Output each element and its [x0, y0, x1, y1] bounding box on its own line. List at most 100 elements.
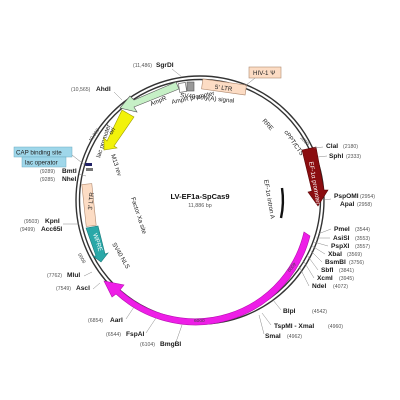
site-ndei-pos: (4072)	[333, 284, 348, 290]
feature-m13-label: M13 rev	[109, 153, 123, 177]
tick-8000: 8000	[77, 251, 88, 264]
site-mlui-pos: (7762)	[47, 273, 62, 279]
site-clai-pos: (2180)	[343, 144, 358, 150]
site-bmgbi-name: BmgBI	[160, 341, 181, 348]
lac-operator-box	[21, 156, 67, 168]
feature-cas9-arrow[interactable]	[103, 231, 311, 326]
site-asci-pos: (7549)	[56, 286, 71, 292]
site-tspmi-name: TspMI - XmaI	[274, 323, 314, 330]
feature-wpre-arrow[interactable]	[85, 225, 109, 263]
site-sgrdi-pos: (11,486)	[133, 63, 152, 69]
site-sbfi-name: SbfI	[321, 267, 334, 274]
feature-intron-bar[interactable]	[279, 187, 285, 219]
site-blpi-line	[272, 299, 282, 311]
site-sbfi-pos: (3841)	[339, 268, 354, 274]
site-mlui-line	[83, 271, 93, 277]
site-sphi-line	[317, 155, 328, 158]
site-pspomi-name: PspOMI	[334, 193, 359, 200]
feature-intron-label: EF-1α intron A	[262, 179, 276, 220]
tick-6000: 6000	[194, 318, 205, 324]
site-pmei-pos: (3544)	[355, 227, 370, 233]
cap-binding-label: CAP binding site	[16, 150, 62, 157]
feature-ef1a-arrow[interactable]	[301, 146, 329, 207]
feature-ampr-arrow[interactable]	[119, 81, 180, 113]
feature-ori-label: ori	[108, 127, 118, 136]
site-bmti-name: BmtI	[62, 168, 77, 175]
site-ndei-name: NdeI	[312, 283, 326, 290]
tick-4000: 4000	[285, 261, 297, 273]
feature-sv40pa-label: SV40 poly(A) signal	[180, 92, 235, 105]
site-kpni-name: KpnI	[45, 218, 60, 225]
site-bmti-line	[78, 173, 87, 177]
site-bmgbi-pos: (6104)	[140, 342, 155, 348]
site-tspmi-pos: (4960)	[328, 324, 343, 330]
site-pspxi-name: PspXI	[331, 243, 349, 250]
site-fspai-name: FspAI	[126, 331, 144, 338]
feature-ltr3-label: 3' LTR	[87, 191, 96, 210]
site-apai-name: ApaI	[340, 201, 354, 208]
site-blpi-name: BlpI	[283, 308, 296, 315]
site-ahdi-line	[113, 91, 123, 101]
site-smai-name: SmaI	[265, 333, 281, 340]
site-asisi-pos: (3553)	[355, 236, 370, 242]
feature-lacop-mark	[86, 168, 93, 171]
tick-2000: 2000	[299, 135, 311, 147]
site-aari-name: AarI	[110, 317, 123, 324]
lac-operator-label: lac operator	[25, 160, 58, 167]
site-xbai-name: XbaI	[328, 251, 342, 258]
site-bsmbi-pos: (3756)	[349, 260, 364, 266]
site-bmti-pos: (9289)	[40, 169, 55, 175]
site-clai-line	[313, 146, 324, 149]
site-bsmbi-name: BsmBI	[325, 259, 346, 266]
site-sphi-pos: (2333)	[346, 154, 361, 160]
plasmid-title: LV-EF1a-SpCas9	[170, 192, 229, 201]
site-cluster-lines	[298, 228, 332, 287]
site-pspomi-line	[323, 198, 332, 201]
feature-factorxa-label: Factor Xa site	[129, 196, 148, 235]
plasmid-size: 11,886 bp	[188, 203, 212, 209]
feature-cas9-label: Cas9	[208, 305, 223, 312]
site-aari-line	[125, 306, 135, 320]
site-fspai-pos: (6544)	[106, 332, 121, 338]
site-pmei-name: PmeI	[334, 226, 350, 233]
site-xbai-pos: (3569)	[347, 252, 362, 258]
feature-hiv-label: HIV-1 Ψ	[253, 70, 275, 77]
site-nhei-pos: (9285)	[40, 177, 55, 183]
site-tspmi-line	[261, 312, 272, 326]
feature-ltr5-label: 5' LTR	[214, 84, 233, 93]
site-apai-pos: (2958)	[357, 202, 372, 208]
feature-hiv-box[interactable]	[248, 66, 282, 79]
hiv-connector	[244, 77, 256, 87]
site-mlui-name: MluI	[67, 272, 80, 279]
feature-ori-arrow[interactable]	[103, 109, 135, 151]
site-kpni-pos: (9503)	[24, 219, 39, 225]
site-bmgbi-line	[175, 324, 183, 343]
site-acc65i-pos: (9499)	[20, 227, 35, 233]
site-xcmi-name: XcmI	[317, 275, 333, 282]
feature-cppt-label: cPPT/CTS	[282, 129, 305, 157]
site-nhei-name: NheI	[62, 176, 76, 183]
feature-m13-mark	[85, 163, 92, 166]
site-sphi-name: SphI	[329, 153, 343, 160]
site-acc65i-name: Acc65I	[41, 226, 62, 233]
feature-ltr5-box[interactable]	[201, 78, 247, 96]
feature-ltr3-box[interactable]	[81, 183, 97, 227]
site-blpi-pos: (4542)	[312, 309, 327, 315]
site-clai-name: ClaI	[326, 143, 338, 150]
site-smai-line	[258, 314, 265, 335]
site-pspomi-pos: (2954)	[360, 194, 375, 200]
site-asisi-name: AsiSI	[333, 235, 350, 242]
site-asci-line	[92, 282, 101, 290]
site-ahdi-pos: (10,565)	[71, 87, 91, 93]
lacop-connector	[71, 154, 87, 167]
site-sgrdi-name: SgrDI	[156, 62, 174, 69]
feature-grey-box-2	[186, 81, 195, 92]
site-xcmi-pos: (3945)	[339, 276, 354, 282]
site-asci-name: AscI	[76, 285, 90, 292]
site-fspai-line	[145, 317, 157, 334]
site-smai-pos: (4962)	[287, 334, 302, 340]
feature-grey-box-1	[178, 82, 187, 93]
site-aari-pos: (6854)	[88, 318, 103, 324]
site-pspxi-pos: (3557)	[355, 244, 370, 250]
